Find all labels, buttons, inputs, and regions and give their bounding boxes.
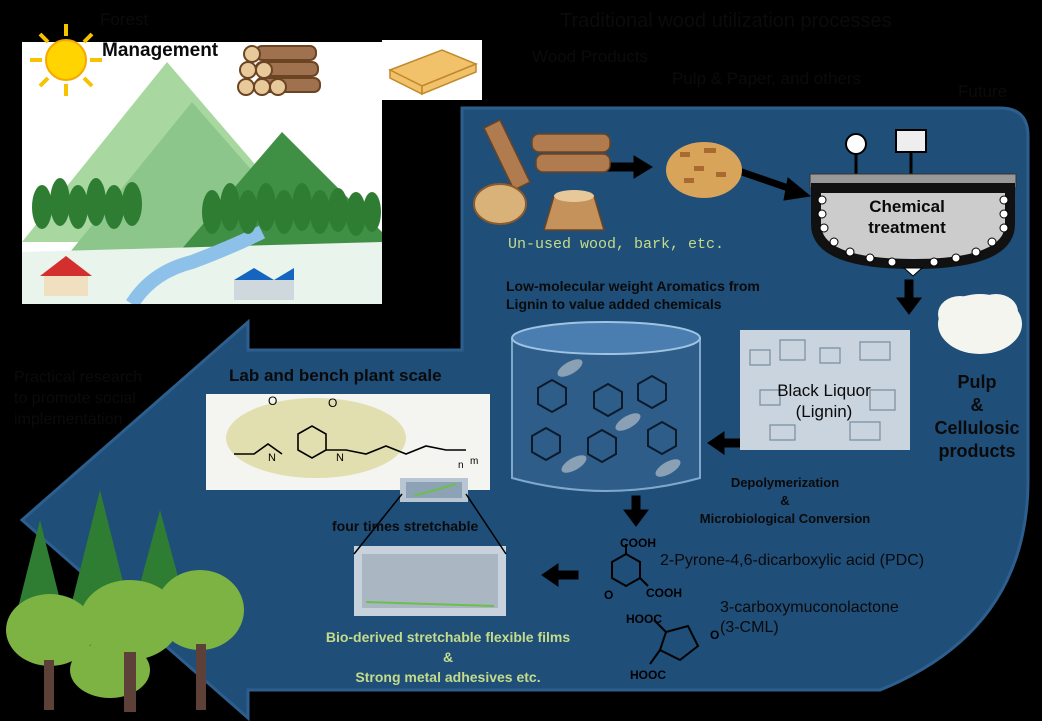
- sun-icon: [30, 24, 102, 96]
- wood-chips-icon: [666, 142, 742, 198]
- stretch-guide-lines: [353, 493, 507, 555]
- label-pulp-cellulosic: Pulp & Cellulosic products: [932, 371, 1022, 463]
- cml-hooc-top: HOOC: [626, 612, 662, 626]
- cml-line-2: (3-CML): [720, 619, 779, 636]
- tree-row-left: [32, 178, 142, 229]
- label-chemical-treatment: Chemical treatment: [842, 196, 972, 238]
- cml-o-carbonyl: O: [710, 628, 720, 642]
- wood-pile-icon: [473, 118, 611, 231]
- forest-trees-image: [6, 490, 244, 712]
- pulp-line-4: products: [938, 441, 1016, 461]
- black-liquor-image: [740, 330, 910, 450]
- forest-illustration: [22, 42, 382, 304]
- black-line-2: (Lignin): [795, 402, 853, 421]
- factory-icon: [234, 268, 294, 300]
- label-forest: Forest: [100, 10, 149, 29]
- polymer-m-subscript: m: [470, 456, 479, 467]
- label-depolymerization: Depolymerization & Microbiological Conve…: [660, 474, 910, 528]
- polymer-n-atom-1: N: [268, 452, 276, 464]
- stump-icon: [542, 190, 606, 231]
- label-unused-wood: Un-used wood, bark, etc.: [508, 236, 725, 253]
- polymer-structure: [226, 398, 466, 478]
- pdc-o-ring: O: [604, 588, 614, 602]
- polymer-o-1: O: [268, 394, 278, 408]
- film-large-image: [354, 546, 506, 616]
- label-low-molecular: Low-molecular weight Aromatics from Lign…: [506, 277, 846, 313]
- black-line-1: Black Liquor: [777, 381, 871, 400]
- lowmol-line-1: Low-molecular weight Aromatics from: [506, 278, 760, 294]
- reaction-cylinder: [511, 321, 701, 492]
- logs-icon: [237, 45, 321, 96]
- pulp-icon: [938, 294, 1022, 354]
- label-cml: 3-carboxymuconolactone (3-CML): [720, 598, 899, 638]
- label-lab-scale: Lab and bench plant scale: [229, 366, 442, 385]
- polymer-n-subscript: n: [458, 460, 464, 471]
- pulp-line-1: Pulp: [957, 372, 997, 392]
- practical-line-3: implementation: [14, 411, 123, 428]
- label-practical-research: Practical research to promote social imp…: [14, 367, 204, 430]
- film-small-image: [400, 478, 468, 502]
- depoly-line-3: Microbiological Conversion: [699, 511, 871, 526]
- cml-hooc-bottom: HOOC: [630, 668, 666, 682]
- label-management: Management: [102, 40, 219, 61]
- polymer-o-2: O: [328, 396, 338, 410]
- tree-row-right: [202, 183, 381, 236]
- practical-line-2: to promote social: [14, 390, 136, 407]
- chem-line-1: Chemical: [869, 197, 945, 216]
- chem-line-2: treatment: [868, 218, 946, 237]
- cml-line-1: 3-carboxymuconolactone: [720, 599, 899, 616]
- lumber-icon: [382, 40, 482, 100]
- pulp-line-3: Cellulosic: [934, 418, 1020, 438]
- label-pdc: 2-Pyrone-4,6-dicarboxylic acid (PDC): [660, 552, 925, 569]
- label-future: Future: [958, 82, 1008, 101]
- depoly-line-1: Depolymerization: [730, 475, 840, 490]
- bio-line-1: Bio-derived stretchable flexible films: [325, 629, 571, 645]
- practical-line-1: Practical research: [14, 369, 143, 386]
- label-pulp-paper: Pulp & Paper, and others: [672, 69, 862, 88]
- label-bio-derived: Bio-derived stretchable flexible films &…: [278, 627, 618, 687]
- reactor-icon: [809, 129, 1017, 277]
- pdc-cooh-right: COOH: [646, 586, 682, 600]
- pdc-structure: [611, 544, 649, 588]
- label-four-times-stretchable: four times stretchable: [332, 518, 479, 534]
- pulp-line-2: &: [970, 395, 984, 415]
- lowmol-line-2: Lignin to value added chemicals: [506, 296, 722, 312]
- depoly-line-2: &: [780, 493, 790, 508]
- title-traditional: Traditional wood utilization processes: [560, 10, 892, 32]
- house-icon: [40, 256, 92, 296]
- label-wood-products: Wood Products: [532, 47, 648, 66]
- pdc-cooh-top: COOH: [620, 536, 656, 550]
- label-black-liquor: Black Liquor (Lignin): [762, 380, 886, 422]
- cml-structure: [649, 619, 700, 665]
- bio-line-3: Strong metal adhesives etc.: [355, 669, 541, 685]
- polymer-n-atom-2: N: [336, 452, 344, 464]
- bio-line-2: &: [442, 649, 454, 665]
